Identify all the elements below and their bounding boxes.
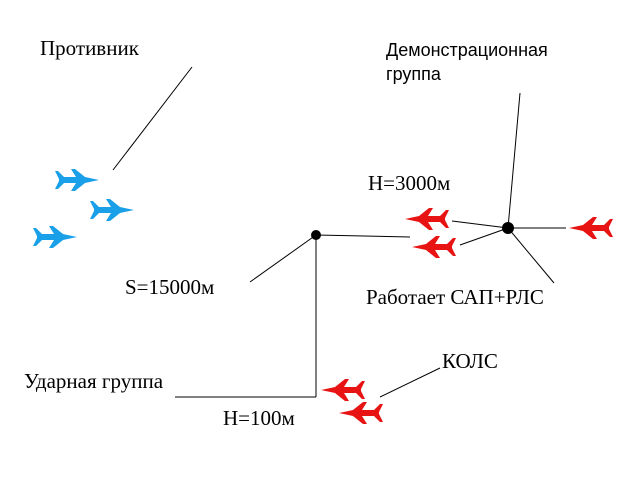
enemy-aircraft-group [33, 169, 134, 248]
demo-aircraft-2 [412, 236, 456, 258]
node-dot-demo [502, 222, 514, 234]
demo-aircraft-1 [405, 208, 449, 230]
connector-lines [112, 66, 566, 398]
line-demo-pointer [507, 92, 521, 229]
line-node-to-s-label [249, 234, 317, 283]
line-demo-to-label-work [507, 227, 555, 284]
label-enemy: Противник [40, 36, 139, 60]
enemy-aircraft-1 [55, 169, 99, 191]
label-altitude-3000: H=3000м [368, 171, 451, 195]
label-works-sap-rls: Работает САП+РЛС [366, 285, 544, 309]
strike-aircraft-group [321, 379, 383, 424]
node-dot-strike [311, 230, 321, 240]
label-demo-group-line1: Демонстрационная [386, 40, 548, 60]
demo-aircraft-3 [569, 217, 613, 239]
label-demo-group: Демонстрационная группа [386, 38, 548, 86]
label-altitude-100: H=100м [223, 406, 295, 430]
line-kols-pointer [379, 367, 441, 398]
strike-aircraft-1 [321, 379, 365, 401]
strike-aircraft-2 [339, 402, 383, 424]
label-strike-group: Ударная группа [24, 369, 164, 393]
label-kols: КОЛС [442, 349, 498, 373]
line-demo-to-aircraft-bottom [459, 227, 509, 246]
line-demo-to-aircraft-top [451, 220, 509, 229]
label-demo-group-line2: группа [386, 64, 441, 84]
enemy-aircraft-2 [90, 199, 134, 221]
line-node-to-demo [315, 234, 411, 238]
label-distance-15000: S=15000м [125, 275, 215, 299]
enemy-aircraft-3 [33, 226, 77, 248]
line-enemy-pointer [112, 66, 193, 171]
